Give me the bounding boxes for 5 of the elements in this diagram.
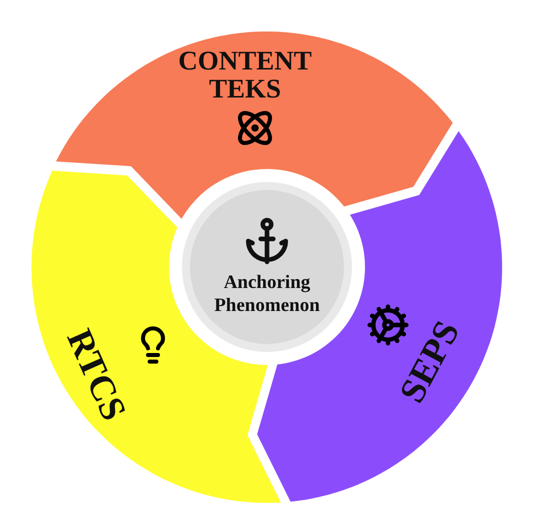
center-label: Anchoring Phenomenon [213, 272, 321, 318]
segment-label: RTCS [59, 324, 133, 426]
segment-label: SEPS [393, 315, 467, 409]
segment-label: CONTENT TEKS [177, 46, 313, 104]
center-circle [190, 190, 344, 344]
